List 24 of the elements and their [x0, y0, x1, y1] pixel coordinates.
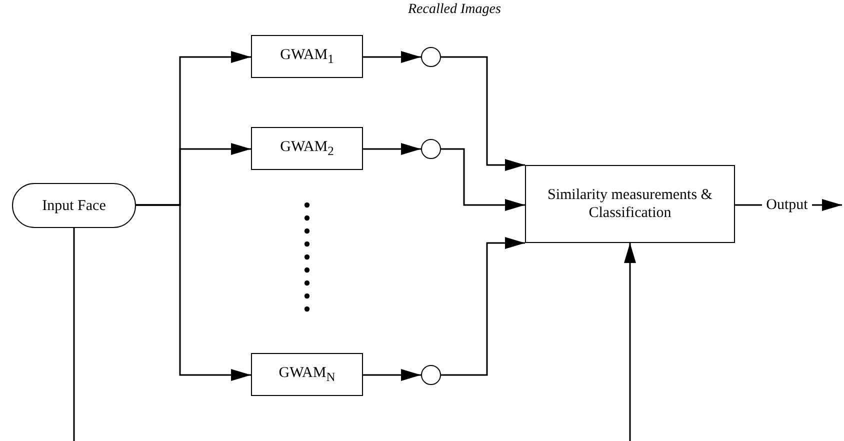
arrow [624, 243, 636, 441]
box-label: GWAM$_{N}$ [278, 364, 336, 385]
arrow [363, 369, 421, 381]
box-label: GWAM$_{1}$ [280, 46, 334, 67]
box-label: Input Face [42, 196, 106, 214]
arrow [363, 143, 421, 155]
terminal-box [12, 183, 136, 228]
junction-circle [421, 365, 441, 385]
process-box [525, 165, 735, 243]
box-label: Output [766, 196, 808, 214]
arrow [136, 204, 251, 381]
box-label: GWAM$_{2}$ [280, 138, 334, 159]
process-box [251, 127, 363, 170]
arrow [441, 237, 525, 376]
arrow [363, 51, 421, 63]
arrow [441, 148, 525, 211]
junction-circle [421, 47, 441, 67]
process-box [251, 35, 363, 78]
caption-text: Recalled Images [408, 2, 501, 18]
box-label: Similarity measurements & Classification [546, 186, 714, 222]
process-box [251, 353, 363, 396]
arrow [812, 199, 842, 211]
junction-circle [421, 139, 441, 159]
arrow [441, 56, 525, 171]
